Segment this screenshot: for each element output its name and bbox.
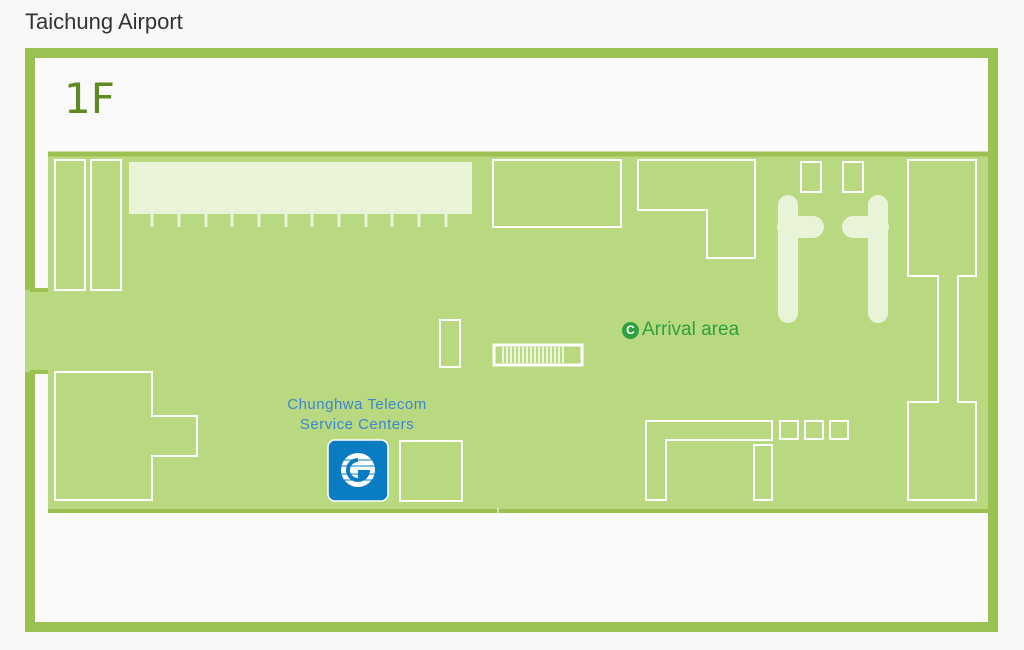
arrival-icon: C <box>622 321 639 339</box>
chunghwa-telecom-logo-icon[interactable] <box>327 439 389 502</box>
room <box>800 161 822 193</box>
escalator <box>492 343 584 367</box>
room <box>492 159 622 228</box>
room <box>753 444 773 501</box>
arrival-area-marker[interactable]: C Arrival area <box>622 319 739 341</box>
entrance <box>25 290 55 372</box>
baggage-carousel <box>777 195 889 323</box>
room <box>54 371 198 501</box>
room <box>90 159 122 291</box>
arrival-area-label: Arrival area <box>642 319 740 340</box>
floor-label: 1F <box>64 74 115 123</box>
check-in-counters <box>129 162 472 214</box>
room <box>439 319 461 368</box>
counter <box>645 420 773 501</box>
room <box>637 159 756 259</box>
room <box>399 440 463 502</box>
telecom-label-line2[interactable]: Service Centers <box>299 416 415 433</box>
room <box>907 159 977 501</box>
room <box>842 161 864 193</box>
telecom-label-line1[interactable]: Chunghwa Telecom <box>287 396 427 413</box>
page-title: Taichung Airport <box>25 9 183 34</box>
room <box>54 159 86 291</box>
